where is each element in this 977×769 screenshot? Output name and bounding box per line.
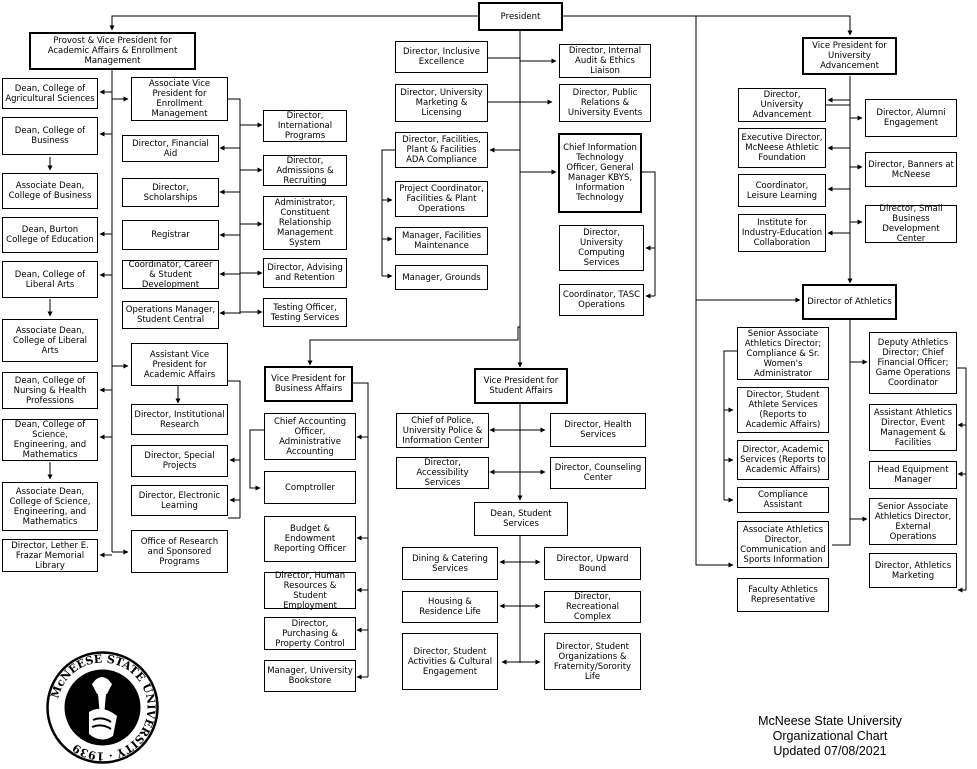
cio-box: Chief Information Technology Officer, Ge… — [558, 133, 642, 213]
director-public-relations-box: Director, Public Relations & University … — [559, 84, 651, 122]
dean-education-box: Dean, Burton College of Education — [2, 217, 98, 253]
head-equipment-manager-box: Head Equipment Manager — [869, 461, 957, 489]
dean-student-services-box: Dean, Student Services — [474, 502, 568, 536]
vp-business-box: Vice President for Business Affairs — [264, 366, 353, 402]
director-inclusive-excellence-box: Director, Inclusive Excellence — [395, 41, 488, 73]
manager-facilities-maintenance-box: Manager, Facilities Maintenance — [395, 227, 488, 255]
university-seal-logo: McNEESE STATE UNIVERSITY · 1939 — [46, 651, 159, 764]
director-student-organizations-box: Director, Student Organizations & Frater… — [544, 633, 641, 690]
director-student-athlete-services-box: Director, Student Athlete Services (Repo… — [737, 387, 829, 433]
associate-dean-science-box: Associate Dean, College of Science, Engi… — [2, 482, 98, 531]
director-academic-services-box: Director, Academic Services (Reports to … — [737, 440, 829, 480]
director-human-resources-box: Director, Human Resources & Student Empl… — [264, 571, 356, 611]
chief-of-police-box: Chief of Police, University Police & Inf… — [396, 413, 489, 448]
senior-associate-ad-compliance-box: Senior Associate Athletics Director; Com… — [737, 327, 829, 380]
director-student-activities-box: Director, Student Activities & Cultural … — [402, 633, 498, 690]
dining-catering-box: Dining & Catering Services — [402, 547, 498, 580]
deputy-athletics-director-box: Deputy Athletics Director; Chief Financi… — [869, 332, 957, 394]
director-recreational-complex-box: Director, Recreational Complex — [544, 591, 641, 623]
vp-advancement-box: Vice President for University Advancemen… — [802, 37, 897, 75]
director-advising-box: Director, Advising and Retention — [263, 258, 347, 288]
director-facilities-box: Director, Facilities, Plant & Facilities… — [395, 132, 488, 168]
director-financial-aid-box: Director, Financial Aid — [122, 135, 219, 162]
dean-liberal-arts-box: Dean, College of Liberal Arts — [2, 261, 98, 298]
budget-officer-box: Budget & Endowment Reporting Officer — [264, 516, 356, 562]
project-coordinator-box: Project Coordinator, Facilities & Plant … — [395, 181, 488, 217]
director-banners-box: Director, Banners at McNeese — [865, 152, 957, 187]
senior-associate-ad-external-box: Senior Associate Athletics Director, Ext… — [869, 498, 957, 545]
director-special-projects-box: Director, Special Projects — [131, 445, 228, 477]
chief-accounting-officer-box: Chief Accounting Officer, Administrative… — [264, 413, 356, 460]
director-library-box: Director, Lether E. Frazar Memorial Libr… — [2, 539, 98, 572]
dean-nursing-box: Dean, College of Nursing & Health Profes… — [2, 372, 98, 409]
testing-officer-box: Testing Officer, Testing Services — [263, 298, 347, 327]
director-health-services-box: Director, Health Services — [550, 413, 646, 447]
director-internal-audit-box: Director, Internal Audit & Ethics Liaiso… — [559, 44, 651, 78]
associate-ad-communication-box: Associate Athletics Director, Communicat… — [737, 521, 829, 568]
director-counseling-box: Director, Counseling Center — [550, 457, 646, 489]
director-international-box: Director, International Programs — [263, 110, 347, 142]
coordinator-tasc-box: Coordinator, TASC Operations — [559, 284, 644, 316]
comptroller-box: Comptroller — [264, 471, 356, 504]
director-accessibility-box: Director, Accessibility Services — [396, 457, 489, 489]
faculty-athletics-rep-box: Faculty Athletics Representative — [737, 578, 829, 612]
director-athletics-box: Director of Athletics — [802, 284, 897, 320]
director-upward-bound-box: Director, Upward Bound — [544, 547, 641, 580]
institute-industry-education-box: Institute for Industry-Education Collabo… — [738, 214, 826, 252]
assistant-ad-event-box: Assistant Athletics Director, Event Mana… — [869, 404, 957, 451]
registrar-box: Registrar — [122, 220, 219, 250]
housing-residence-life-box: Housing & Residence Life — [402, 591, 498, 623]
dean-business-box: Dean, College of Business — [2, 117, 98, 155]
president-box: President — [478, 2, 563, 31]
associate-dean-business-box: Associate Dean, College of Business — [2, 173, 98, 209]
director-university-advancement-box: Director, University Advancement — [738, 88, 826, 122]
operations-manager-box: Operations Manager, Student Central — [122, 301, 219, 329]
office-research-box: Office of Research and Sponsored Program… — [131, 530, 228, 573]
administrator-crm-box: Administrator, Constituent Relationship … — [263, 196, 347, 250]
footer-updated-date: Updated 07/08/2021 — [773, 744, 887, 758]
director-computing-services-box: Director, University Computing Services — [559, 225, 644, 271]
director-institutional-research-box: Director, Institutional Research — [131, 404, 228, 435]
director-marketing-box: Director, University Marketing & Licensi… — [395, 84, 488, 122]
director-sbdc-box: Director, Small Business Development Cen… — [865, 204, 957, 244]
coordinator-career-box: Coordinator, Career & Student Developmen… — [122, 260, 219, 290]
associate-dean-liberal-arts-box: Associate Dean, College of Liberal Arts — [2, 319, 98, 362]
dean-science-box: Dean, College of Science, Engineering, a… — [2, 419, 98, 461]
vp-student-box: Vice President for Student Affairs — [474, 368, 568, 404]
director-electronic-learning-box: Director, Electronic Learning — [131, 485, 228, 516]
provost-box: Provost & Vice President for Academic Af… — [29, 32, 196, 70]
director-purchasing-box: Director, Purchasing & Property Control — [264, 617, 356, 650]
compliance-assistant-box: Compliance Assistant — [737, 487, 829, 513]
avp-academic-affairs-box: Assistant Vice President for Academic Af… — [131, 343, 228, 386]
avp-enrollment-box: Associate Vice President for Enrollment … — [131, 77, 228, 121]
executive-director-foundation-box: Executive Director, McNeese Athletic Fou… — [738, 128, 826, 168]
footer-chart-title: Organizational Chart — [772, 729, 888, 743]
manager-grounds-box: Manager, Grounds — [395, 265, 488, 290]
dean-agriculture-box: Dean, College of Agricultural Sciences — [2, 78, 98, 109]
director-admissions-box: Director, Admissions & Recruiting — [263, 155, 347, 186]
director-scholarships-box: Director, Scholarships — [122, 178, 219, 207]
coordinator-leisure-learning-box: Coordinator, Leisure Learning — [738, 174, 826, 207]
director-athletics-marketing-box: Director, Athletics Marketing — [869, 553, 957, 588]
footer-university-name: McNeese State University — [758, 714, 902, 728]
director-alumni-box: Director, Alumni Engagement — [865, 99, 957, 137]
manager-bookstore-box: Manager, University Bookstore — [264, 660, 356, 692]
chart-footer: McNeese State University Organizational … — [720, 714, 940, 759]
